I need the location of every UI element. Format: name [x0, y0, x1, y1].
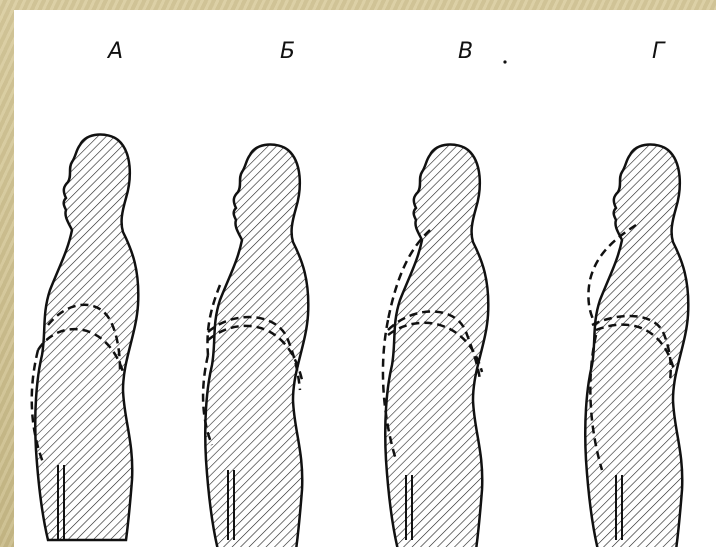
figure-label-b: Б — [280, 39, 295, 64]
figure-v — [383, 145, 488, 547]
figure-a — [32, 135, 139, 540]
figure-label-a: А — [106, 39, 123, 64]
figure-g — [585, 145, 688, 547]
figure-label-g: Г — [652, 39, 666, 64]
figure-b — [203, 145, 308, 547]
stray-dot — [503, 60, 506, 63]
figure-label-v: В — [458, 39, 473, 64]
